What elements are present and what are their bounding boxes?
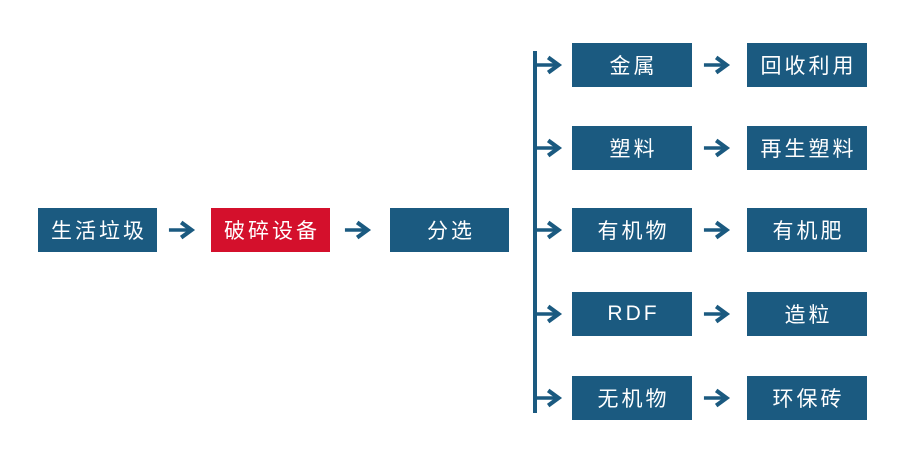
branch-outcome-box: 有机肥: [747, 208, 867, 252]
arrow-right-icon: [535, 304, 563, 324]
arrow-right-icon: [703, 304, 731, 324]
node-household-waste: 生活垃圾: [38, 208, 157, 252]
branch-outcome-box: 造粒: [747, 292, 867, 336]
branch-outcome-box: 回收利用: [747, 43, 867, 87]
branch-row-organic: 有机物 有机肥: [535, 208, 867, 252]
arrow-right-icon: [703, 388, 731, 408]
arrow-right-icon: [535, 220, 563, 240]
arrow-right-icon: [535, 388, 563, 408]
branch-category-box: 无机物: [572, 376, 692, 420]
node-sorting: 分选: [390, 208, 509, 252]
arrow-right-icon: [344, 220, 372, 240]
branch-category-box: RDF: [572, 292, 692, 336]
branch-category-box: 塑料: [572, 126, 692, 170]
main-flow-row: 生活垃圾 破碎设备 分选: [38, 208, 509, 252]
branch-outcome-box: 再生塑料: [747, 126, 867, 170]
arrow-right-icon: [535, 55, 563, 75]
branch-outcome-box: 环保砖: [747, 376, 867, 420]
branch-row-inorganic: 无机物 环保砖: [535, 376, 867, 420]
branch-category-box: 有机物: [572, 208, 692, 252]
arrow-right-icon: [703, 220, 731, 240]
branch-row-rdf: RDF 造粒: [535, 292, 867, 336]
arrow-right-icon: [168, 220, 196, 240]
node-crushing-equipment: 破碎设备: [211, 208, 330, 252]
arrow-right-icon: [703, 138, 731, 158]
branch-connector-line: [533, 51, 537, 413]
arrow-right-icon: [703, 55, 731, 75]
arrow-right-icon: [535, 138, 563, 158]
branch-category-box: 金属: [572, 43, 692, 87]
branch-row-plastic: 塑料 再生塑料: [535, 126, 867, 170]
branch-row-metal: 金属 回收利用: [535, 43, 867, 87]
